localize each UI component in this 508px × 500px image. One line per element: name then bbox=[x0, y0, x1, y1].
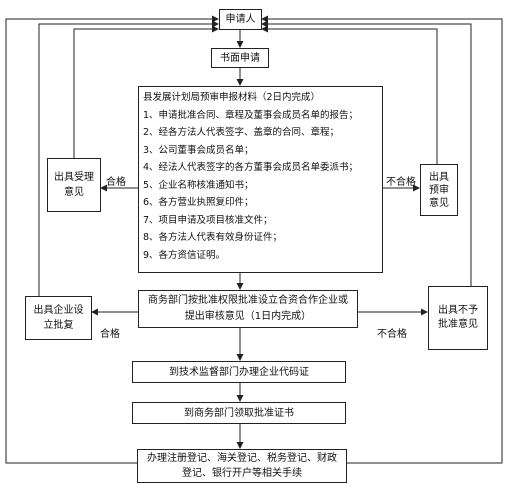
material-item-2: 2、经各方法人代表签字、盖章的合同、章程； bbox=[143, 127, 340, 138]
establish-approval-box: 出具企业设立批复 bbox=[25, 296, 92, 340]
applicant-label: 申请人 bbox=[225, 14, 256, 25]
material-item-7: 7、项目申请及项目核准文件； bbox=[143, 214, 273, 226]
written-application-label: 书面申请 bbox=[220, 52, 260, 64]
material-item-4: 4、经法人代表签字的各方董事会成员名单委派书； bbox=[143, 162, 359, 173]
arrow-registration-feedback-left bbox=[5, 15, 219, 464]
pass-label-2: 合格 bbox=[100, 329, 120, 340]
material-item-9: 9、各方资信证明。 bbox=[143, 249, 226, 261]
pass-label-1: 合格 bbox=[106, 177, 126, 188]
fail-label-2: 不合格 bbox=[377, 329, 407, 340]
tech-supervision-label: 到技术监督部门办理企业代码证 bbox=[169, 366, 309, 378]
registration-box: 办理注册登记、海关登记、税务登记、财政登记、银行开户等相关手续 bbox=[137, 449, 347, 483]
pre-review-opinion-label: 出具预审意见 bbox=[429, 171, 449, 209]
county-review-box: 县发展计划局预审申报材料（2日内完成） 1、申请批准合同、章程及董事会成员名单的… bbox=[138, 86, 383, 273]
accept-opinion-label: 出具受理意见 bbox=[54, 172, 94, 198]
material-item-5: 5、企业名称核准通知书； bbox=[143, 179, 254, 191]
fail-label-1: 不合格 bbox=[386, 177, 416, 188]
establish-approval-label: 出具企业设立批复 bbox=[33, 305, 84, 331]
approval-certificate-box: 到商务部门领取批准证书 bbox=[132, 402, 346, 424]
pre-review-opinion-box: 出具预审意见 bbox=[420, 164, 458, 216]
material-item-3: 3、公司董事会成员名单； bbox=[143, 144, 254, 156]
county-review-title: 县发展计划局预审申报材料（2日内完成） bbox=[143, 92, 321, 103]
not-approve-opinion-box: 出具不予批准意见 bbox=[428, 286, 488, 350]
arrow-accept-feedback bbox=[73, 25, 219, 158]
registration-label: 办理注册登记、海关登记、税务登记、财政登记、银行开户等相关手续 bbox=[147, 453, 337, 479]
material-item-1: 1、申请批准合同、章程及董事会成员名单的报告； bbox=[143, 109, 359, 121]
arrow-notapprove-feedback bbox=[261, 20, 472, 286]
commerce-review-label: 商务部门按批准权限批准设立合资合作企业或提出审核意见（1日内完成） bbox=[148, 295, 348, 322]
arrow-establish-feedback bbox=[38, 20, 219, 296]
commerce-review-box: 商务部门按批准权限批准设立合资合作企业或提出审核意见（1日内完成） bbox=[138, 290, 358, 328]
not-approve-opinion-label: 出具不予批准意见 bbox=[438, 305, 478, 330]
arrow-prereview-feedback bbox=[261, 25, 438, 164]
written-application-box: 书面申请 bbox=[211, 48, 269, 68]
arrow-registration-feedback-right bbox=[261, 15, 503, 464]
applicant-box: 申请人 bbox=[219, 9, 262, 30]
tech-supervision-box: 到技术监督部门办理企业代码证 bbox=[132, 361, 346, 383]
accept-opinion-box: 出具受理意见 bbox=[47, 158, 101, 212]
material-item-8: 8、各方法人代表有效身份证件； bbox=[143, 232, 283, 243]
approval-certificate-label: 到商务部门领取批准证书 bbox=[184, 407, 294, 419]
material-item-6: 6、各方营业执照复印件； bbox=[143, 197, 254, 208]
